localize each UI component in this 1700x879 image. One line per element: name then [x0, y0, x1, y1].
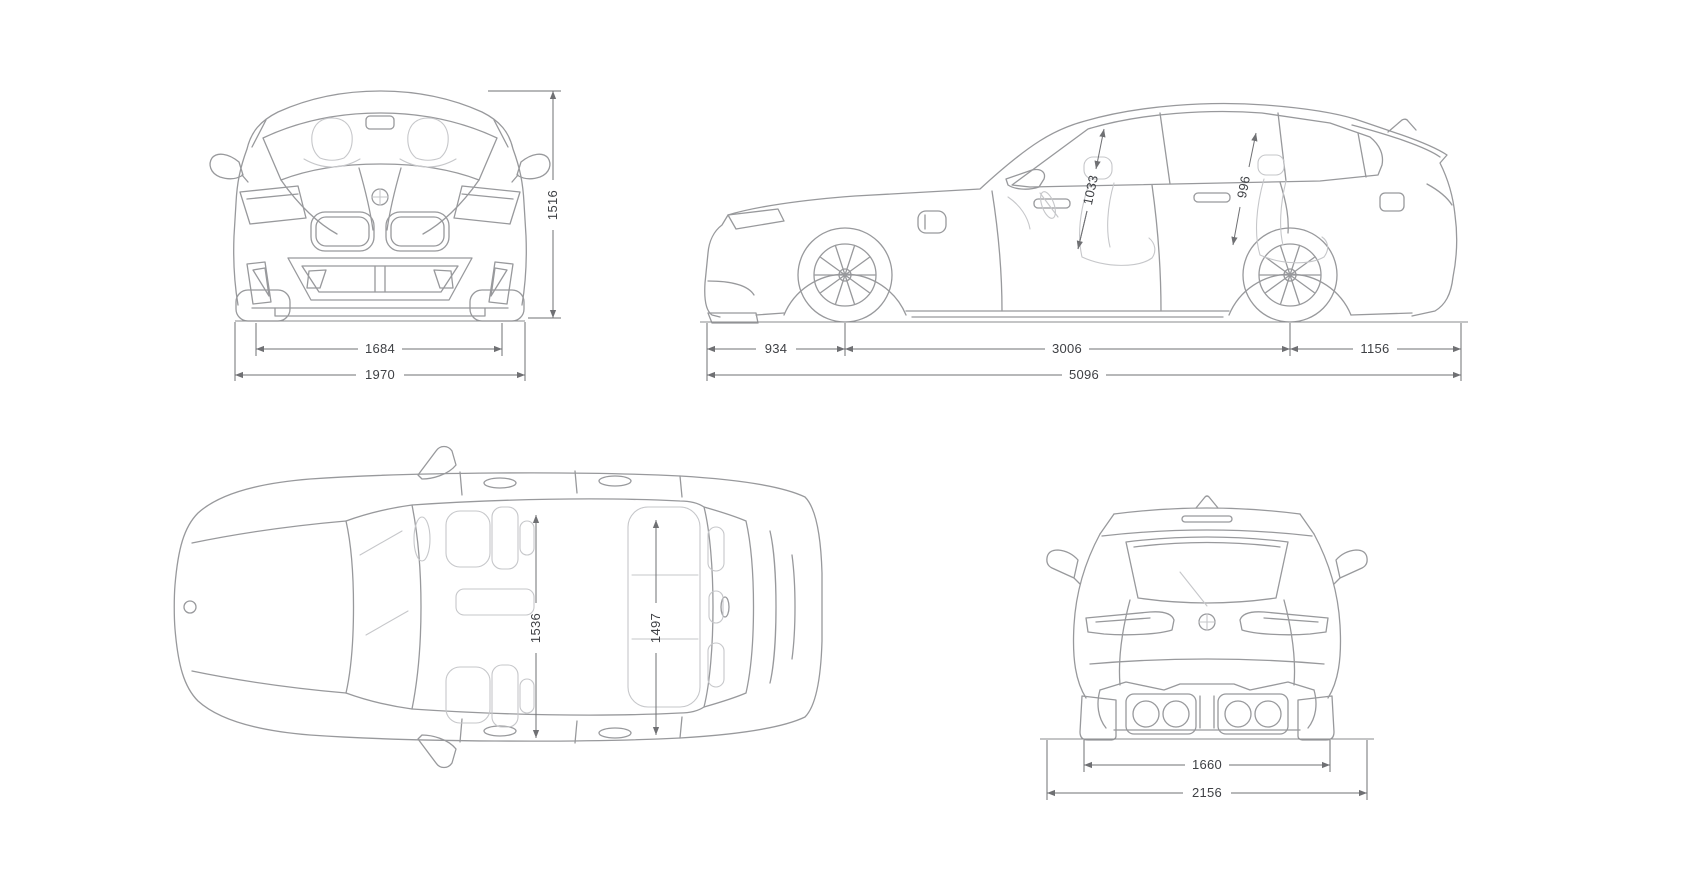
rear-view-diagram: 1660 2156: [1040, 495, 1374, 800]
front-width-dim-label: 1970: [365, 367, 395, 382]
hood-creases: [280, 167, 480, 235]
center-console: [455, 588, 535, 616]
fender-vent: [917, 210, 947, 234]
kidney-grille: [310, 211, 450, 252]
front-track-dim-label: 1684: [365, 341, 395, 356]
front-view-diagram: 1684 1970 1516: [209, 90, 561, 382]
height-dim-label: 1516: [545, 190, 560, 220]
shark-fin-antenna: [1387, 118, 1417, 133]
windshield: [262, 112, 498, 181]
side-mirrors: [1046, 549, 1368, 585]
overall-length-label: 5096: [1069, 367, 1099, 382]
side-mirrors: [209, 153, 551, 183]
wipers: [359, 530, 409, 636]
extension-lines: [1046, 740, 1368, 800]
door-cutlines: [991, 181, 1289, 312]
side-air-intakes: [246, 261, 514, 305]
rear-window: [1125, 536, 1289, 604]
side-car-outline: [704, 102, 1458, 324]
dashboard: [1007, 196, 1031, 230]
interior-width-rear-label: 1497: [648, 613, 663, 643]
roof-spoiler: [1351, 124, 1441, 158]
rear-seat-headrest: [1257, 154, 1285, 176]
extension-lines: [234, 90, 561, 381]
front-bumper-intake: [287, 257, 473, 301]
rear-seat: [1256, 178, 1329, 264]
spoiler-band: [1099, 513, 1315, 537]
side-mirrors: [417, 445, 457, 769]
greenhouse: [1011, 110, 1384, 188]
front-silhouette: [232, 90, 528, 306]
rear-track-label: 1660: [1192, 757, 1222, 772]
front-overhang-label: 934: [765, 341, 788, 356]
side-silhouette: [704, 102, 1458, 318]
rear-wiper: [1179, 571, 1208, 607]
taillights: [1085, 611, 1329, 636]
top-view-diagram: 1536 1497: [173, 445, 823, 769]
front-intake-line: [707, 280, 755, 296]
seat-shoulders: [303, 158, 457, 168]
tailgate-lines: [769, 530, 796, 684]
headroom-front-label: 1033: [1080, 174, 1101, 207]
steering-wheel: [1040, 191, 1056, 219]
headroom-rear-label: 996: [1234, 174, 1253, 199]
front-splitter: [274, 307, 486, 317]
side-dimensions: 1033 996 934 3006 1156 5096: [700, 128, 1468, 382]
brand-roundel-quarters: [371, 188, 389, 206]
side-headlight: [727, 208, 785, 230]
fuel-flap: [1379, 192, 1405, 212]
side-interior: [1007, 154, 1329, 266]
headlights: [239, 185, 521, 225]
door-handles: [483, 475, 632, 739]
side-view-diagram: 1033 996 934 3006 1156 5096: [700, 102, 1468, 382]
rear-car-outline: [1046, 495, 1368, 741]
top-silhouette: [173, 472, 823, 742]
steering-wheel: [413, 516, 431, 562]
top-interior: [413, 506, 725, 728]
headrest-right: [407, 117, 449, 161]
rearview-mirror-housing: [365, 115, 395, 130]
rear-overhang-label: 1156: [1360, 341, 1389, 356]
windshield-edges: [345, 504, 422, 710]
pillars: [1159, 112, 1367, 185]
brand-roundel: [183, 600, 197, 614]
exhaust-tips: [1125, 693, 1289, 735]
body-sides: [1072, 533, 1342, 699]
diffuser-sides: [1097, 689, 1317, 731]
rear-window-edges: [703, 506, 755, 708]
taillight-edge: [1426, 183, 1453, 206]
brand-roundel-quarters: [1198, 613, 1216, 631]
bumper-crease: [1089, 658, 1325, 665]
tailgate-cutlines: [1118, 599, 1296, 686]
headrest-left: [311, 117, 353, 161]
brake-light: [1181, 515, 1233, 523]
top-car-outline: [173, 445, 823, 769]
front-dimensions: 1684 1970 1516: [234, 90, 561, 382]
a-pillars: [251, 119, 509, 148]
door-handle-rear: [1193, 192, 1231, 203]
rear-bench: [627, 506, 725, 708]
rear-diffuser: [1350, 312, 1413, 316]
rocker-panel: [905, 310, 1230, 318]
wheelbase-label: 3006: [1052, 341, 1082, 356]
shark-fin-antenna: [1195, 495, 1219, 509]
rear-wheels: [1079, 695, 1335, 741]
rear-dimensions: 1660 2156: [1040, 738, 1374, 800]
side-mirror: [1005, 168, 1046, 190]
front-seats: [445, 506, 535, 728]
diffuser-top: [1099, 681, 1315, 691]
door-seams: [459, 470, 683, 744]
front-car-outline: [209, 90, 551, 322]
roofline: [1113, 507, 1301, 515]
front-wheel: [797, 227, 893, 323]
hood-creases: [191, 520, 347, 694]
width-incl-mirrors-label: 2156: [1192, 785, 1222, 800]
top-dimensions: 1536 1497: [528, 515, 663, 738]
front-seat: [1079, 180, 1156, 266]
interior-width-front-label: 1536: [528, 613, 543, 643]
front-chin: [707, 312, 785, 324]
shark-fin-antenna: [720, 596, 730, 618]
roof-edges: [411, 498, 705, 716]
